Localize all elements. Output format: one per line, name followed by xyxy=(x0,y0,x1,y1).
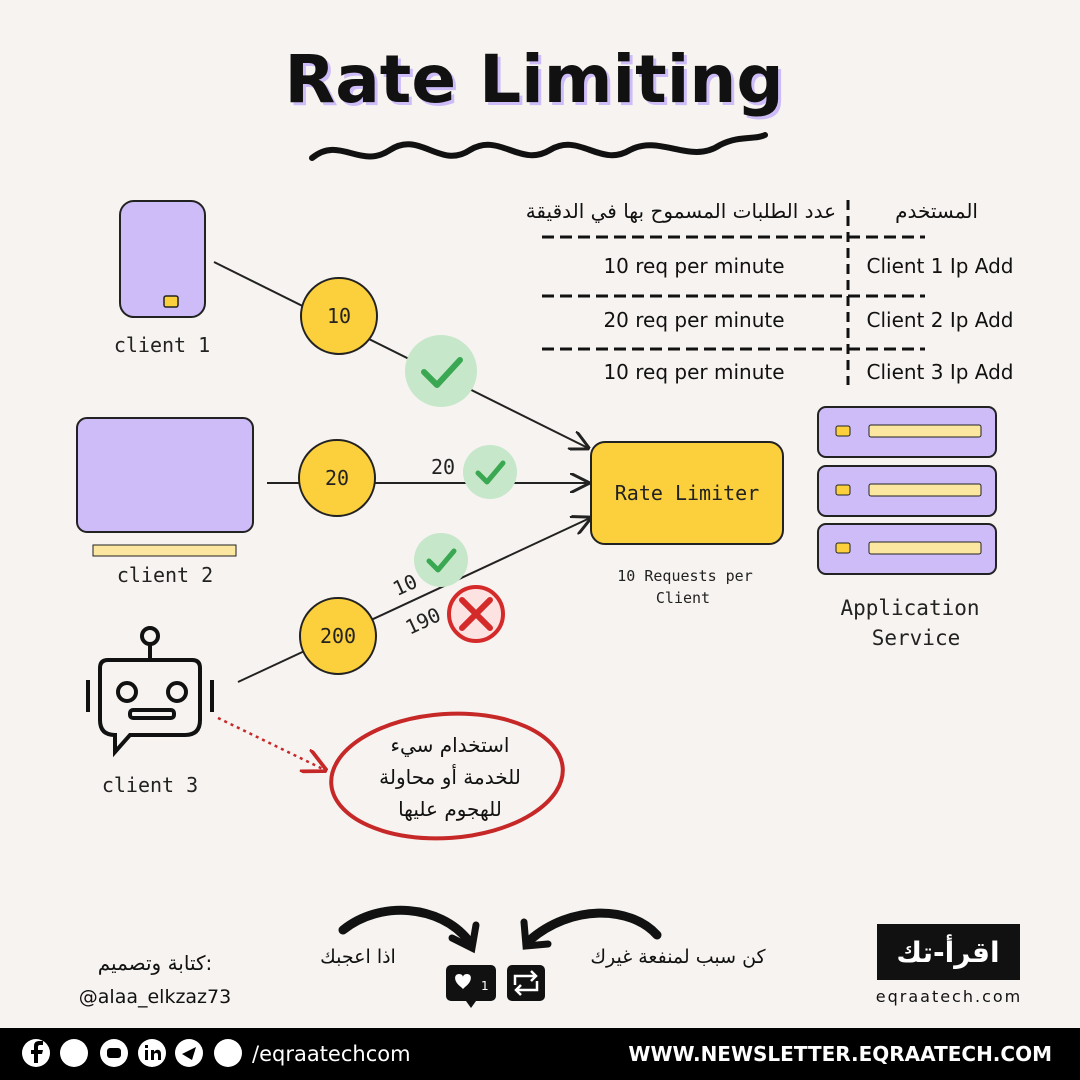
rate-limiter-caption: 10 Requests per xyxy=(617,567,752,585)
telegram-glyph xyxy=(182,1047,196,1060)
github-icon[interactable] xyxy=(214,1039,242,1067)
rate-table: المستخدم عدد الطلبات المسموح بها في الدق… xyxy=(526,199,1014,385)
reject-icon xyxy=(447,585,505,643)
logo-text: اقرأ-تك xyxy=(896,934,999,969)
table-row-limit: 10 req per minute xyxy=(603,360,784,384)
linkedin-glyph xyxy=(145,1045,161,1060)
server-icon xyxy=(817,406,997,575)
allowed-count-2: 20 xyxy=(431,455,455,479)
client-2: client 2 xyxy=(76,417,254,587)
service-label: Application xyxy=(840,596,979,620)
check-icon xyxy=(405,335,477,407)
share-prompt: كن سبب لمنفعة غيرك xyxy=(590,946,766,968)
arrow-client1-to-limiter xyxy=(213,261,588,448)
request-count-1: 10 xyxy=(300,277,378,355)
twitter-icon[interactable] xyxy=(60,1039,88,1067)
keyboard-icon xyxy=(92,544,237,557)
abuse-note: استخدام سيء للخدمة أو محاولة للهجوم عليه… xyxy=(329,711,565,841)
application-service: Application Service xyxy=(817,406,997,650)
client-label: client 2 xyxy=(117,563,213,587)
like-prompt: اذا اعجبك xyxy=(320,946,396,968)
retweet-icon xyxy=(513,970,539,996)
phone-icon xyxy=(119,200,206,318)
service-label: Service xyxy=(872,626,961,650)
phone-button xyxy=(163,295,179,308)
youtube-glyph xyxy=(107,1048,121,1058)
arrow-client3-to-limiter xyxy=(237,518,590,683)
rate-limiter: Rate Limiter 10 Requests per Client xyxy=(590,441,784,607)
client-3: client 3 xyxy=(86,626,214,797)
like-button[interactable]: 1 xyxy=(446,965,496,1008)
arrow-head xyxy=(520,918,552,950)
client-label: client 1 xyxy=(114,333,210,357)
table-row-limit: 20 req per minute xyxy=(603,308,784,332)
like-count: 1 xyxy=(481,979,489,993)
social-icons xyxy=(22,1039,242,1067)
eqraatech-logo: اقرأ-تك xyxy=(877,924,1020,980)
site-link[interactable]: eqraatech.com xyxy=(876,987,1023,1006)
rate-limiter-label: Rate Limiter xyxy=(615,481,760,505)
page-title: Rate Limiting xyxy=(284,41,783,118)
social-handle[interactable]: /eqraatechcom xyxy=(252,1042,411,1066)
credit-label: كتابة وتصميم: xyxy=(98,951,213,975)
curved-arrow-icon xyxy=(338,905,473,945)
table-header-allowed: عدد الطلبات المسموح بها في الدقيقة xyxy=(526,199,836,224)
heart-icon xyxy=(455,974,471,989)
table-row-limit: 10 req per minute xyxy=(603,254,784,278)
rate-limiter-caption: Client xyxy=(656,589,710,607)
arrow-abuse-note xyxy=(217,716,325,770)
monitor-icon xyxy=(76,417,254,533)
request-count-text: 20 xyxy=(325,466,349,490)
allowed-count-3: 10 xyxy=(389,569,421,601)
check-icon xyxy=(414,533,468,587)
check-icon xyxy=(463,445,517,499)
share-button[interactable] xyxy=(507,965,545,1001)
client-1: client 1 xyxy=(114,200,210,357)
request-count-text: 10 xyxy=(327,304,351,328)
client-label: client 3 xyxy=(102,773,198,797)
request-count-2: 20 xyxy=(298,439,376,517)
title-underline xyxy=(309,132,768,161)
robot-icon xyxy=(86,626,214,758)
abuse-note-line: للخدمة أو محاولة xyxy=(379,764,521,789)
rejected-count-3: 190 xyxy=(402,602,445,639)
abuse-note-line: للهجوم عليها xyxy=(398,797,502,821)
table-header-user: المستخدم xyxy=(895,199,978,223)
arrow-head xyxy=(448,921,480,954)
curved-arrow-icon xyxy=(525,908,662,945)
abuse-note-line: استخدام سيء xyxy=(391,733,510,758)
newsletter-link[interactable]: WWW.NEWSLETTER.EQRAATECH.COM xyxy=(628,1042,1052,1066)
table-row-client: Client 3 Ip Add xyxy=(866,360,1013,384)
table-row-client: Client 1 Ip Add xyxy=(866,254,1013,278)
table-row-client: Client 2 Ip Add xyxy=(866,308,1013,332)
credit-handle: @alaa_elkzaz73 xyxy=(79,986,231,1008)
request-count-3: 200 xyxy=(299,597,377,675)
facebook-glyph xyxy=(31,1041,43,1063)
request-count-text: 200 xyxy=(320,624,356,648)
